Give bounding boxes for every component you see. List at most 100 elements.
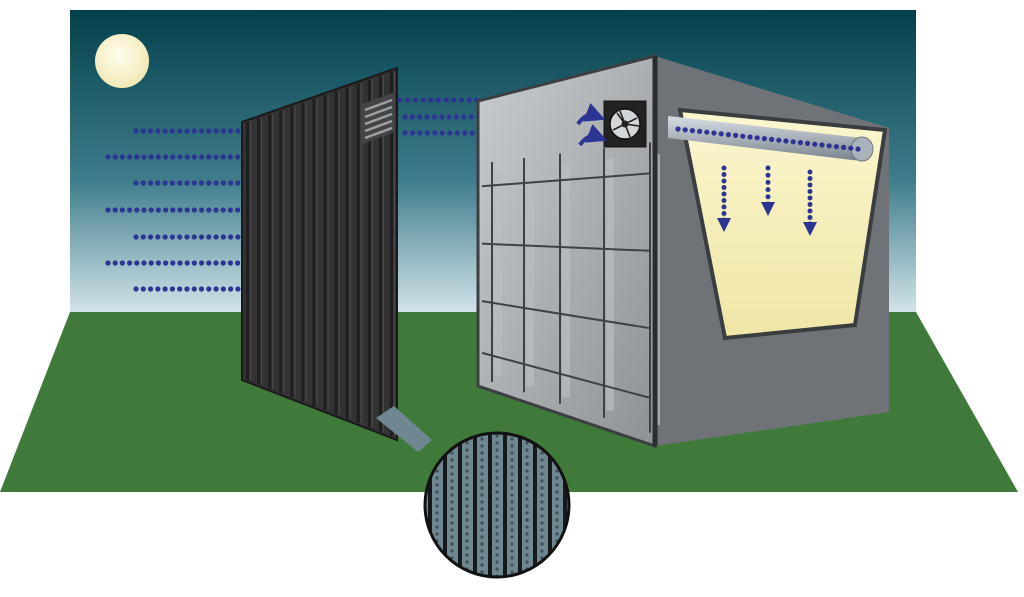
- airflow-dot: [446, 114, 452, 120]
- airflow-dot: [833, 144, 840, 150]
- airflow-dot: [765, 194, 771, 200]
- perforation-hole: [510, 521, 514, 525]
- perforation-hole: [465, 497, 469, 501]
- airflow-dot: [199, 260, 205, 266]
- perforation-hole: [585, 532, 588, 535]
- perforation-hole: [540, 458, 544, 462]
- perforation-hole: [495, 476, 499, 480]
- airflow-dot: [191, 154, 197, 160]
- airflow-dot: [790, 139, 796, 145]
- airflow-dot: [163, 207, 169, 213]
- airflow-dot: [191, 260, 197, 266]
- perforation-hole: [465, 546, 469, 550]
- airflow-dot: [461, 114, 467, 120]
- perforation-hole: [465, 560, 469, 564]
- airflow-dot: [235, 234, 241, 240]
- airflow-dot: [206, 154, 212, 160]
- perforation-hole: [435, 567, 439, 571]
- perforation-hole: [480, 458, 484, 462]
- airflow-dot: [155, 234, 161, 240]
- perforation-hole: [570, 528, 573, 531]
- perforation-hole: [495, 448, 499, 452]
- perforation-hole: [585, 546, 588, 549]
- airflow-dot: [133, 286, 139, 292]
- airflow-dot: [177, 180, 183, 186]
- perforation-hole: [510, 542, 514, 546]
- perforation-hole: [480, 521, 484, 525]
- perforation-hole: [525, 483, 529, 487]
- grid-post: [494, 170, 502, 377]
- grid-horizontal: [481, 300, 651, 330]
- airflow-dot: [191, 286, 197, 292]
- perforation-hole: [510, 500, 514, 504]
- perforation-hole: [510, 458, 514, 462]
- perforation-hole: [540, 584, 543, 587]
- perforation-hole: [525, 525, 529, 529]
- detail-rib: [563, 433, 567, 577]
- airflow-dot: [220, 128, 226, 134]
- perforation-hole: [585, 560, 588, 563]
- perforation-hole: [450, 514, 454, 518]
- perforation-hole: [465, 441, 469, 445]
- airflow-dot: [177, 207, 183, 213]
- perforation-hole: [570, 563, 573, 566]
- airflow-dot: [213, 154, 219, 160]
- perforation-hole: [495, 483, 499, 487]
- airflow-dot: [439, 114, 445, 120]
- perforation-hole: [480, 549, 484, 553]
- airflow-dot: [409, 130, 416, 136]
- perforation-hole: [570, 549, 573, 552]
- perforation-hole: [465, 455, 469, 459]
- airflow-dot: [721, 211, 727, 216]
- perforation-hole: [540, 549, 544, 553]
- fan-icon: [603, 100, 647, 148]
- airflow-dot: [397, 97, 403, 103]
- perforation-hole: [480, 528, 484, 532]
- perforation-hole: [465, 553, 469, 557]
- perforation-hole: [510, 556, 514, 560]
- perforation-hole: [510, 584, 513, 587]
- airflow-dot: [417, 114, 423, 120]
- perforation-hole: [555, 567, 559, 571]
- duct-airflow: [675, 126, 861, 152]
- perforation-hole: [570, 507, 573, 510]
- perforation-hole: [480, 514, 484, 518]
- perforation-hole: [540, 500, 544, 504]
- perforation-hole: [465, 581, 468, 584]
- perforation-hole: [450, 528, 454, 532]
- airflow-dot: [725, 132, 732, 138]
- airflow-dot: [170, 260, 176, 266]
- detail-rib: [488, 433, 492, 577]
- perforation-hole: [510, 528, 514, 532]
- perforation-hole: [465, 539, 469, 543]
- airflow-dot: [140, 180, 146, 186]
- airflow-dot: [235, 154, 241, 160]
- perforation-hole: [465, 574, 469, 577]
- airflow-dot: [206, 207, 212, 213]
- perforation-hole: [510, 451, 514, 455]
- perforation-hole: [510, 465, 514, 469]
- airflow-dot: [711, 130, 717, 136]
- airflow-dot: [184, 207, 190, 213]
- perforation-hole: [570, 500, 573, 503]
- airflow-dot: [170, 154, 176, 160]
- perforation-hole: [495, 434, 499, 438]
- perforation-hole: [480, 451, 484, 455]
- airflow-dot: [220, 207, 226, 213]
- airflow-dot: [162, 180, 168, 186]
- perforation-hole: [525, 455, 529, 459]
- airflow-dot: [162, 286, 168, 292]
- perforation-hole: [450, 577, 453, 580]
- detail-rib: [428, 433, 432, 577]
- airflow-dot: [206, 286, 212, 292]
- perforation-hole: [465, 518, 469, 522]
- perforation-hole: [465, 490, 469, 494]
- airflow-dot: [697, 128, 703, 134]
- perforation-hole: [495, 546, 499, 550]
- perforation-hole: [495, 567, 499, 571]
- perforation-hole: [450, 507, 454, 511]
- airflow-dot: [424, 130, 430, 136]
- perforation-hole: [525, 476, 529, 480]
- perforation-hole: [480, 507, 484, 511]
- airflow-dot: [169, 180, 175, 186]
